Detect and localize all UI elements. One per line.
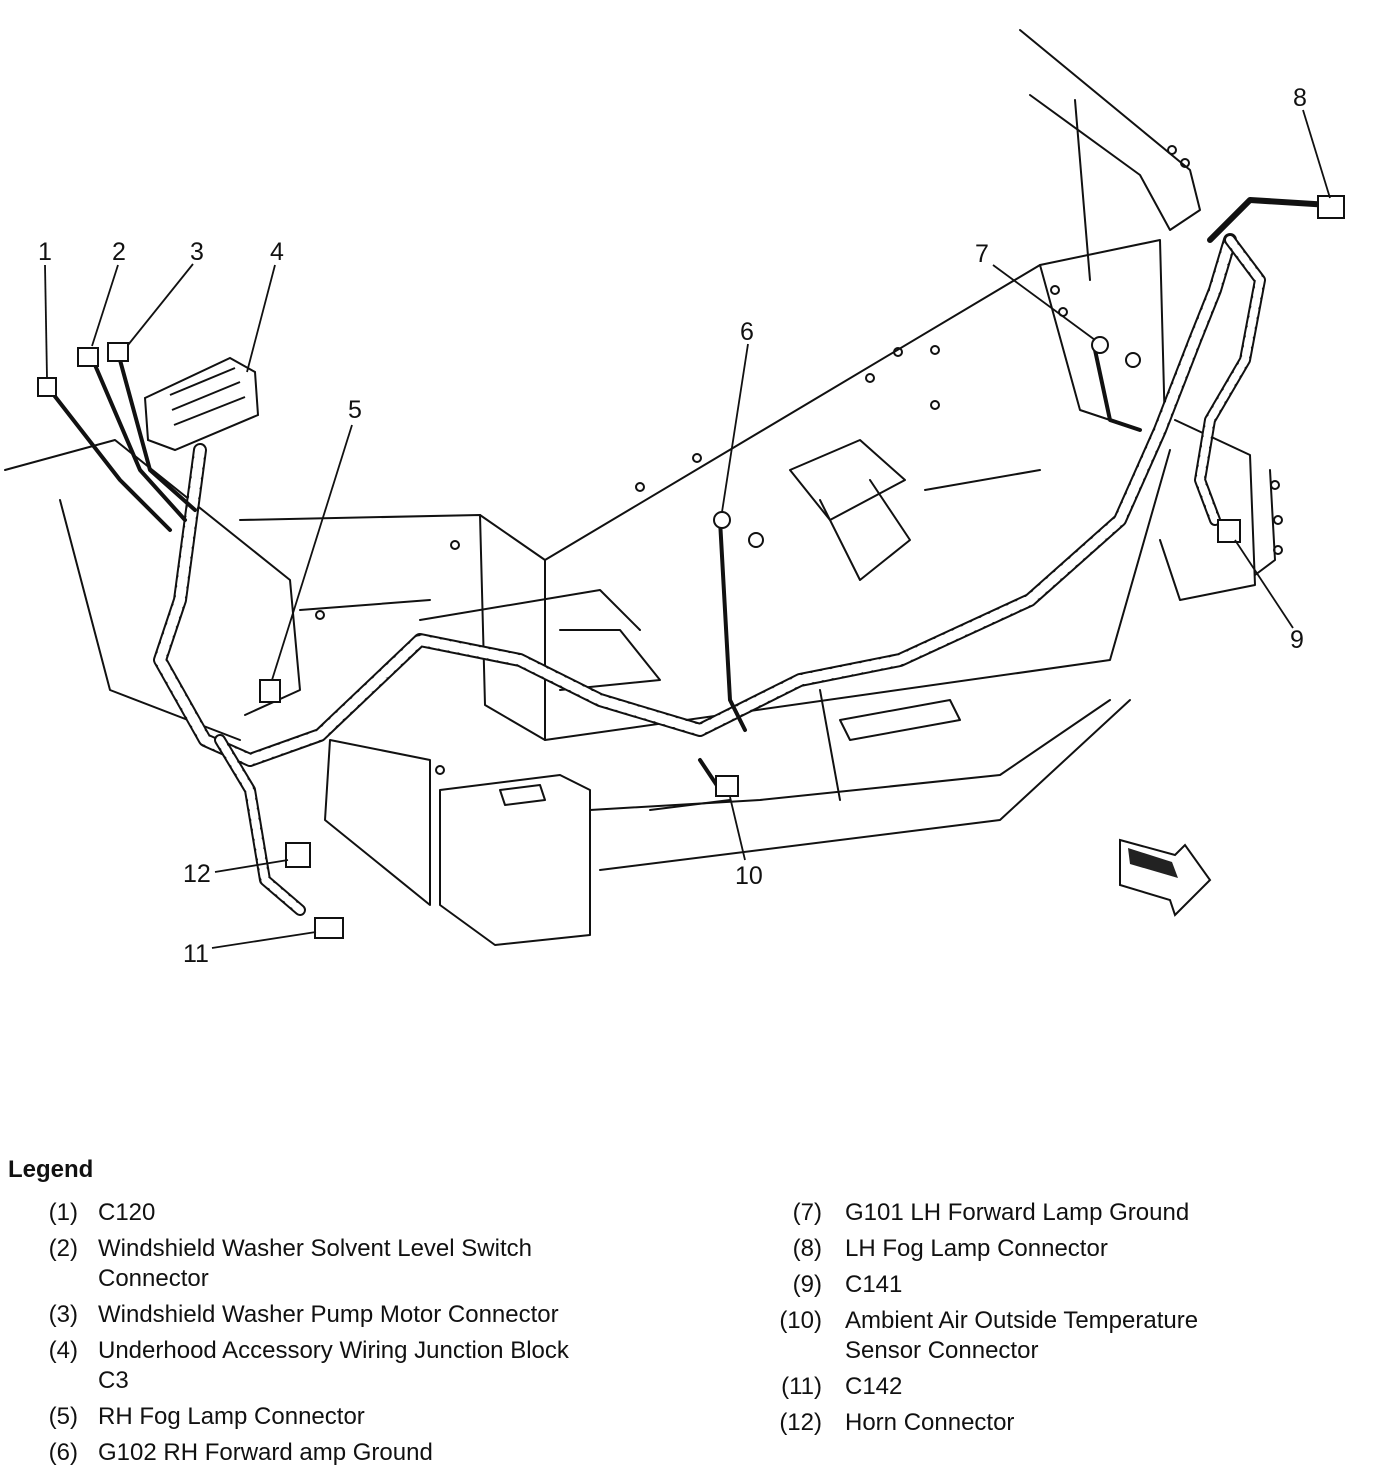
legend-item-label: G101 LH Forward Lamp Ground [845, 1199, 1190, 1226]
connectors [37, 195, 1345, 939]
legend-item-number: (1) [48, 1199, 78, 1226]
legend-item: (11) C142 [770, 1372, 1370, 1402]
legend-right-column: (7) G101 LH Forward Lamp Ground (8) LH F… [770, 1198, 1370, 1444]
callout-leaders [44, 109, 1331, 949]
legend-item-label: Horn Connector [845, 1409, 1015, 1436]
legend-item-label: G102 RH Forward amp Ground [98, 1439, 433, 1466]
forward-direction-arrow [1119, 838, 1212, 917]
legend-item-number: (10) [779, 1307, 822, 1334]
legend-item: (6) G102 RH Forward amp Ground [0, 1438, 720, 1468]
legend-item-label: C141 [845, 1271, 903, 1298]
legend-item: (3) Windshield Washer Pump Motor Connect… [0, 1300, 720, 1330]
legend-item-label: Underhood Accessory Wiring Junction Bloc… [98, 1337, 569, 1394]
callout-3: 3 [190, 238, 204, 266]
legend-item-label: Windshield Washer Pump Motor Connector [98, 1301, 559, 1328]
callout-11: 11 [183, 940, 209, 968]
legend-item-number: (7) [792, 1199, 822, 1226]
legend-item-label: LH Fog Lamp Connector [845, 1235, 1108, 1262]
mounting-holes [315, 145, 1283, 775]
legend-item: (10) Ambient Air Outside Temperature Sen… [770, 1306, 1280, 1366]
legend-item-number: (2) [48, 1235, 78, 1262]
legend-item: (12) Horn Connector [770, 1408, 1370, 1438]
legend-item-number: (5) [48, 1403, 78, 1430]
legend-item-number: (6) [48, 1439, 78, 1466]
wiring-harness [48, 197, 1333, 916]
callout-9: 9 [1290, 626, 1304, 654]
callout-5: 5 [348, 396, 362, 424]
legend-item-label: C120 [98, 1199, 156, 1226]
legend-item-number: (8) [792, 1235, 822, 1262]
callout-4: 4 [270, 238, 284, 266]
legend-title: Legend [8, 1156, 94, 1183]
legend-item-number: (4) [48, 1337, 78, 1364]
legend-item-number: (12) [779, 1409, 822, 1436]
legend: Legend (1) C120 (2) Windshield Washer So… [0, 1150, 1376, 1480]
legend-item: (5) RH Fog Lamp Connector [0, 1402, 720, 1432]
legend-item-label: RH Fog Lamp Connector [98, 1403, 365, 1430]
legend-item-number: (3) [48, 1301, 78, 1328]
callout-8: 8 [1293, 84, 1307, 112]
legend-item: (1) C120 [0, 1198, 720, 1228]
callout-numbers: 1 2 3 4 5 6 7 8 9 10 11 12 [38, 84, 1307, 968]
callout-7: 7 [975, 240, 989, 268]
callout-2: 2 [112, 238, 126, 266]
callout-1: 1 [38, 238, 52, 266]
legend-item-number: (9) [792, 1271, 822, 1298]
callout-6: 6 [740, 318, 754, 346]
legend-item: (7) G101 LH Forward Lamp Ground [770, 1198, 1370, 1228]
callout-12: 12 [183, 860, 211, 888]
legend-item: (8) LH Fog Lamp Connector [770, 1234, 1370, 1264]
wiring-harness-diagram: 1 2 3 4 5 6 7 8 9 10 11 12 [4, 29, 1345, 968]
legend-left-column: (1) C120 (2) Windshield Washer Solvent L… [0, 1198, 720, 1474]
callout-10: 10 [735, 862, 763, 890]
legend-item-label: Ambient Air Outside Temperature Sensor C… [845, 1307, 1199, 1364]
legend-item-label: Windshield Washer Solvent Level Switch C… [98, 1235, 532, 1292]
legend-item-label: C142 [845, 1373, 903, 1400]
radiator-support-outline [4, 29, 1276, 946]
legend-item-number: (11) [781, 1373, 822, 1400]
legend-item: (4) Underhood Accessory Wiring Junction … [0, 1336, 570, 1396]
legend-item: (2) Windshield Washer Solvent Level Swit… [0, 1234, 560, 1294]
legend-item: (9) C141 [770, 1270, 1370, 1300]
